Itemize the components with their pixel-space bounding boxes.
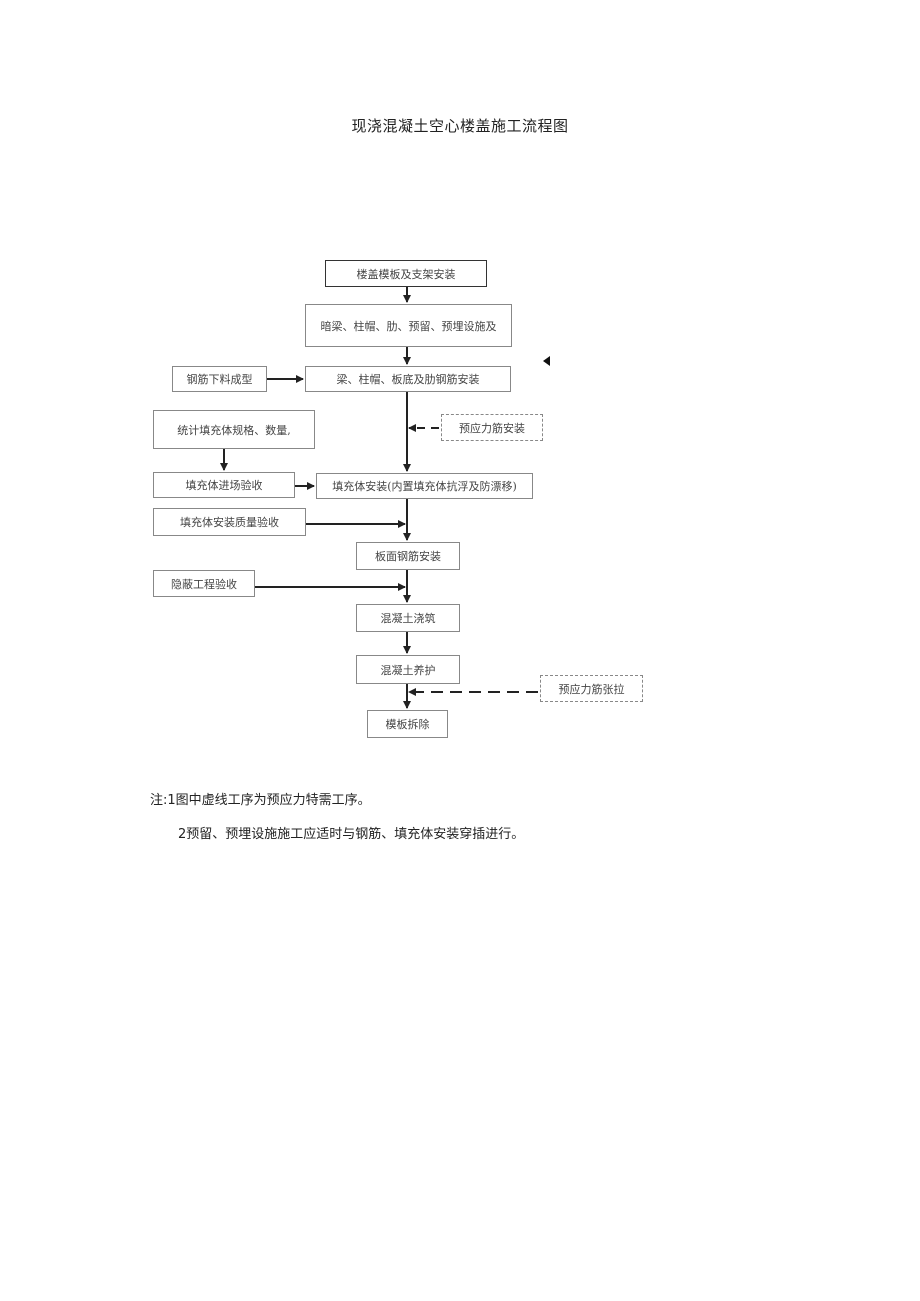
node-label: 隐蔽工程验收 xyxy=(171,577,237,591)
node-label: 模板拆除 xyxy=(385,718,430,731)
node-prestress-tensioning: 预应力筋张拉 xyxy=(540,675,643,702)
node-formwork-removal: 模板拆除 xyxy=(367,710,448,738)
diagram-title: 现浇混凝土空心楼盖施工流程图 xyxy=(351,117,569,135)
node-label: 统计填充体规格、数量, xyxy=(177,423,291,437)
node-label: 钢筋下料成型 xyxy=(186,373,253,386)
node-label: 楼盖模板及支架安装 xyxy=(356,267,456,281)
node-label: 板面钢筋安装 xyxy=(375,550,441,563)
node-label: 混凝土养护 xyxy=(380,663,436,677)
node-concealed-inspection: 隐蔽工程验收 xyxy=(153,570,255,597)
node-bottom-rebar-install: 梁、柱帽、板底及肋钢筋安装 xyxy=(305,366,511,392)
node-concrete-curing: 混凝土养护 xyxy=(356,655,460,684)
node-formwork-support: 楼盖模板及支架安装 xyxy=(325,260,487,287)
node-label: 填充体安装质量验收 xyxy=(180,516,279,529)
node-top-rebar-install: 板面钢筋安装 xyxy=(356,542,460,570)
node-label: 暗梁、柱帽、肋、预留、预埋设施及 xyxy=(320,319,497,333)
node-embedded-facilities: 暗梁、柱帽、肋、预留、预埋设施及 xyxy=(305,304,512,347)
stray-arrowhead-icon xyxy=(543,356,550,366)
node-filler-statistics: 统计填充体规格、数量, xyxy=(153,410,315,449)
node-prestress-install: 预应力筋安装 xyxy=(441,414,543,441)
node-filler-acceptance: 填充体进场验收 xyxy=(153,472,295,498)
node-label: 填充体进场验收 xyxy=(185,479,263,492)
node-label: 预应力筋安装 xyxy=(459,421,525,435)
node-filler-quality-check: 填充体安装质量验收 xyxy=(153,508,306,536)
note-line-2: 2预留、预埋设施施工应适时与钢筋、填充体安装穿插进行。 xyxy=(178,827,525,842)
node-label: 梁、柱帽、板底及肋钢筋安装 xyxy=(336,373,480,386)
note-line-1: 注:1图中虚线工序为预应力特需工序。 xyxy=(150,793,371,808)
node-label: 混凝土浇筑 xyxy=(380,612,436,625)
node-label: 预应力筋张拉 xyxy=(558,682,625,696)
node-rebar-cutting: 钢筋下料成型 xyxy=(172,366,267,392)
node-concrete-pouring: 混凝土浇筑 xyxy=(356,604,460,632)
node-filler-install: 填充体安装(内置填充体抗浮及防漂移) xyxy=(316,473,533,499)
node-label: 填充体安装(内置填充体抗浮及防漂移) xyxy=(332,480,517,493)
